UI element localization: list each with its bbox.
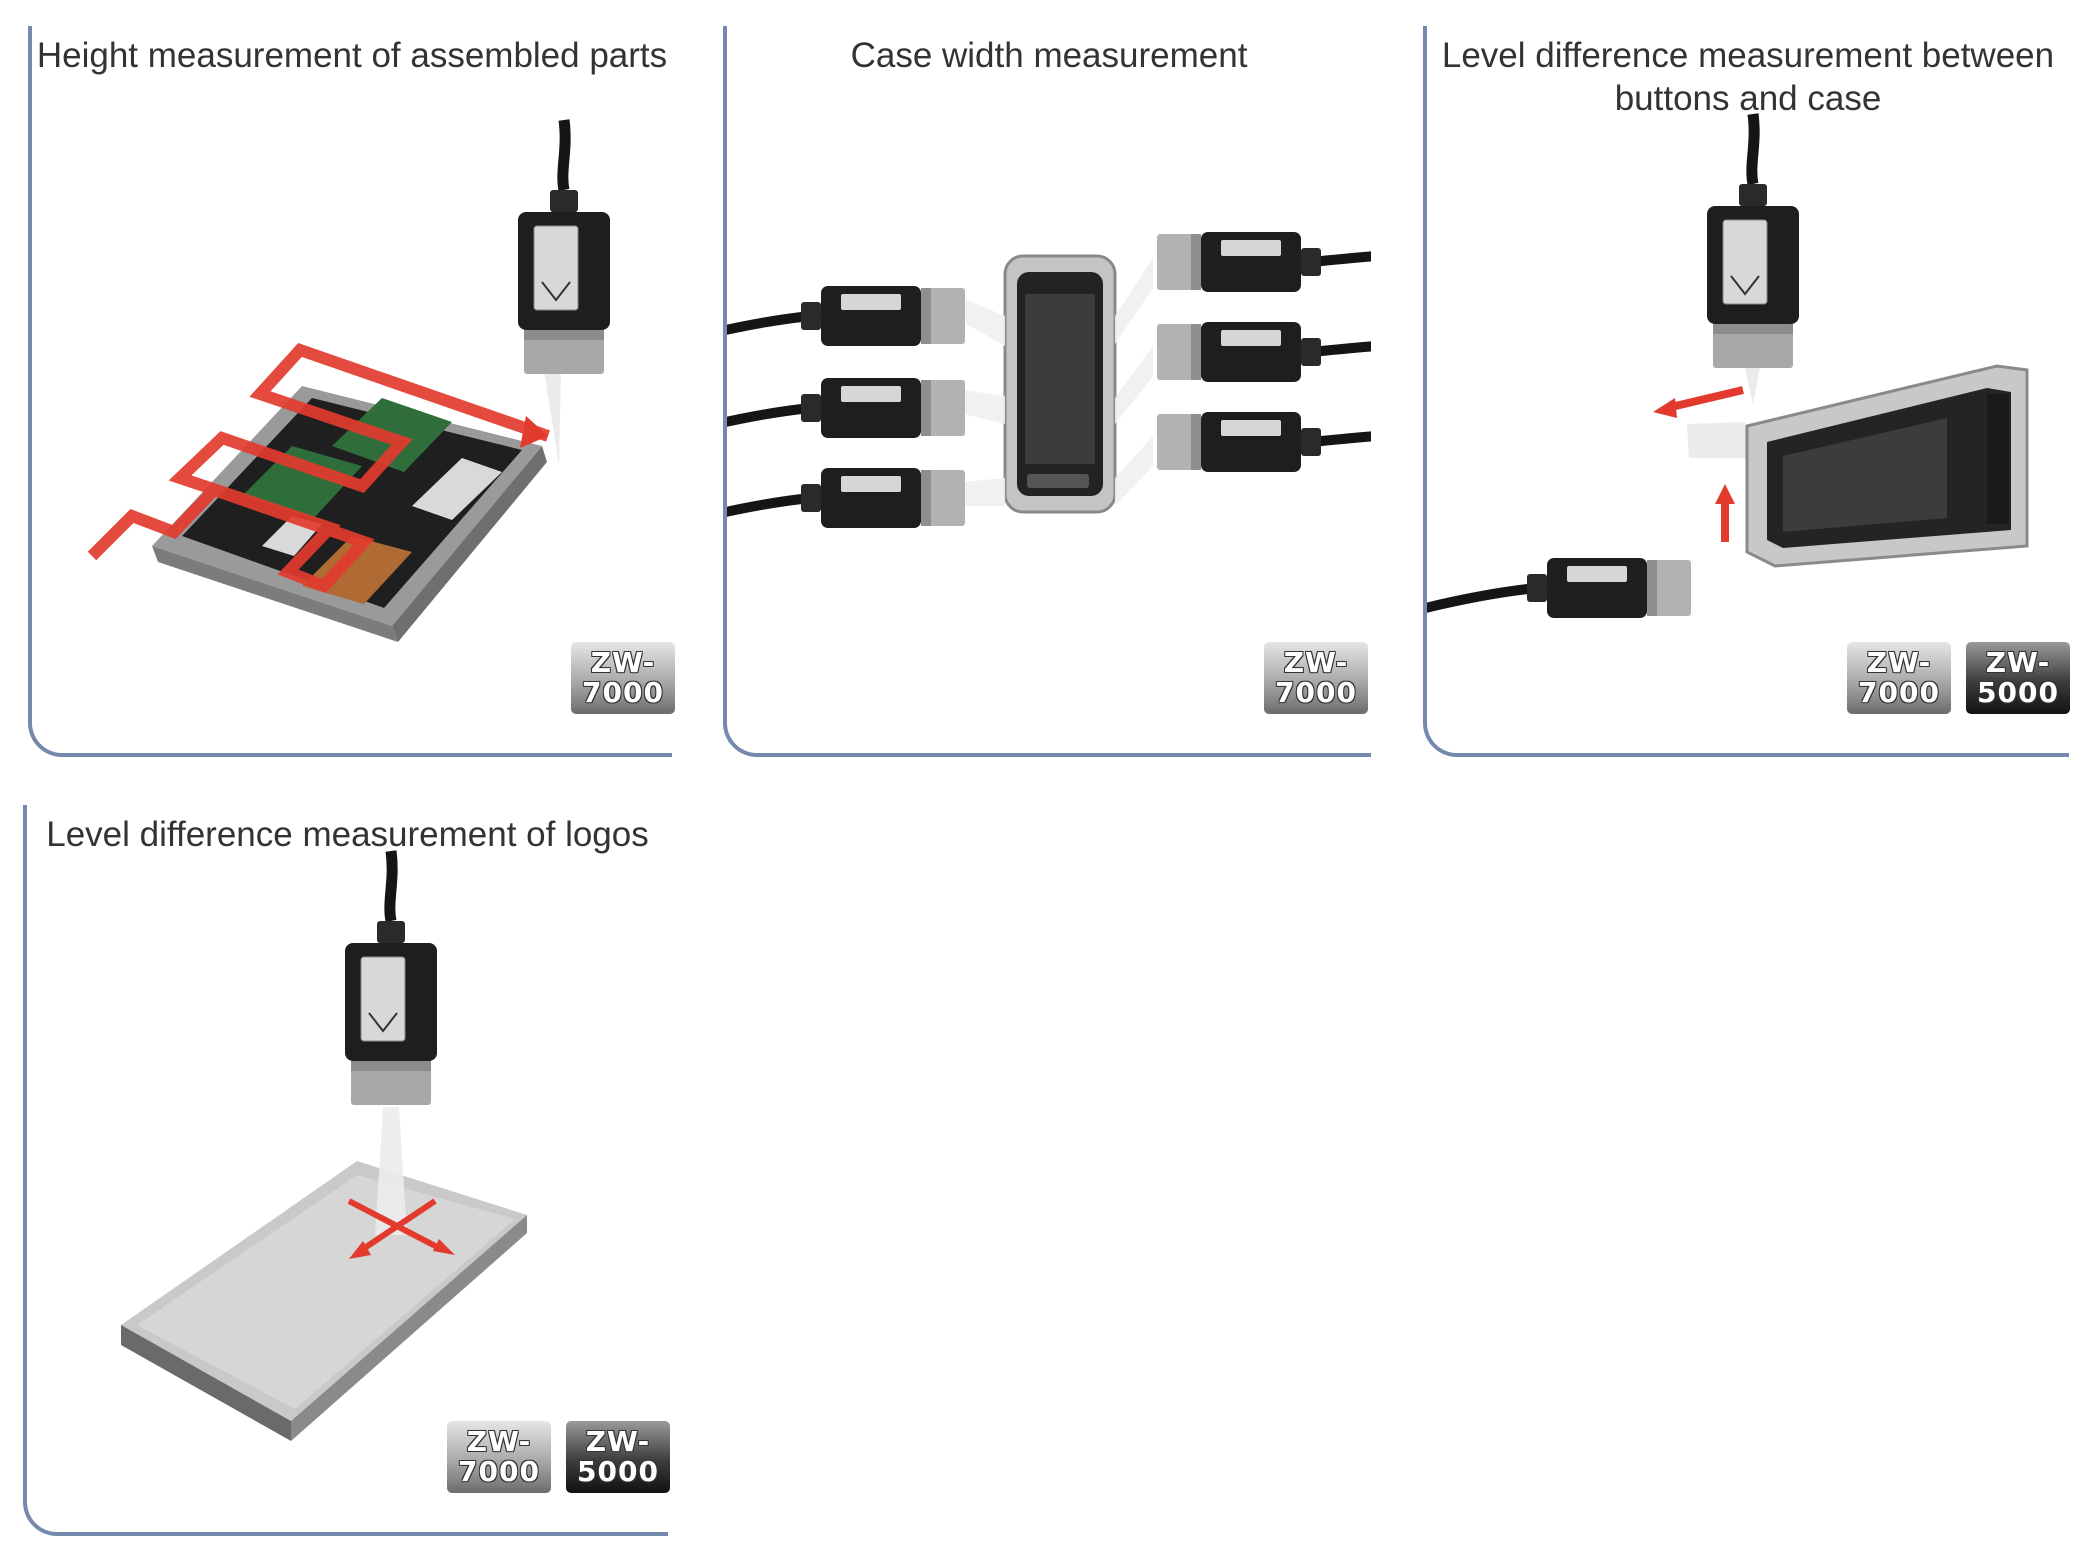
- case-width-illustration: [727, 26, 1371, 726]
- laser-sensor-right-3: [1157, 412, 1371, 472]
- laser-sensor-head: [345, 851, 437, 1105]
- laser-sensor-right-1: [1157, 232, 1371, 292]
- panel-title: Level difference measurement between but…: [1441, 36, 2055, 118]
- buttons-case-illustration: [1427, 26, 2029, 726]
- panel-title: Height measurement of assembled parts: [36, 36, 668, 75]
- laser-sensor-side: [1427, 558, 1691, 632]
- laser-sensor-left-1: [727, 286, 965, 360]
- panel-case-width: Case width measurement ZW-7000: [723, 26, 1371, 757]
- badge-zw-7000: ZW-7000: [447, 1421, 551, 1493]
- panel-buttons-case-level-difference: Level difference measurement between but…: [1423, 26, 2070, 757]
- panel-logo-level-difference: Level difference measurement of logos ZW…: [23, 805, 670, 1536]
- laser-sensor-right-2: [1157, 322, 1371, 382]
- laser-sensor-head: [518, 120, 610, 374]
- panel-title: Level difference measurement of logos: [46, 815, 649, 854]
- logo-measurement-illustration: [121, 805, 527, 1441]
- panel-height-assembled-parts: Height measurement of assembled parts ZW…: [28, 26, 675, 757]
- badge-zw-7000: ZW-7000: [1847, 642, 1951, 714]
- badge-zw-7000: ZW-7000: [1264, 642, 1368, 714]
- panel-title: Case width measurement: [850, 36, 1248, 75]
- laser-sensor-left-2: [727, 378, 965, 452]
- badge-zw-5000: ZW-5000: [566, 1421, 670, 1493]
- badge-zw-5000: ZW-5000: [1966, 642, 2070, 714]
- height-measurement-illustration: [87, 26, 672, 642]
- laser-sensor-left-3: [727, 468, 965, 542]
- laser-sensor-top: [1707, 114, 1799, 368]
- badge-zw-7000: ZW-7000: [571, 642, 675, 714]
